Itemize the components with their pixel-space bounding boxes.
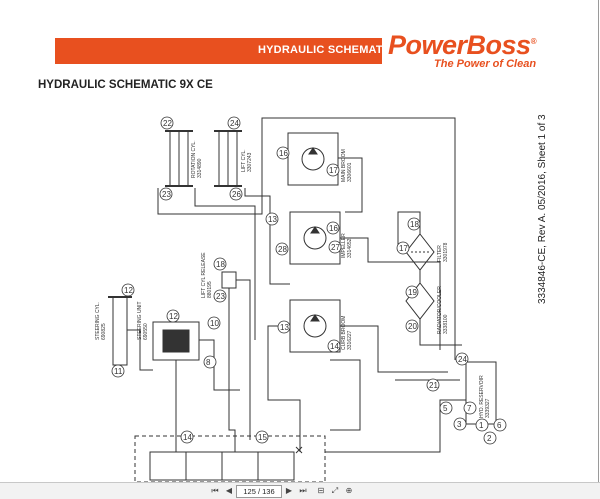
lift-cyl-release-label: LIFT CYL RELEASE (201, 252, 207, 298)
lift-cyl-release-valve (221, 271, 237, 289)
steering-unit-pn: 690550 (143, 323, 149, 340)
main-broom-pn: 3306601 (347, 162, 353, 182)
rotation-cyl-pn: 3314890 (197, 158, 203, 178)
callout-label: 19 (408, 288, 417, 297)
impeller-label: IMPELLER (341, 233, 347, 258)
hydraulic-schematic: 22 24 23 26 16 17 13 28 16 27 18 17 19 2… (95, 116, 507, 482)
brand-tagline: The Power of Clean (434, 58, 537, 70)
callout-label: 20 (408, 322, 417, 331)
rotation-cyl-label: ROTATION CYL. (191, 140, 197, 178)
fullscreen-icon[interactable]: ⤢ (331, 486, 339, 495)
main-broom-motor (287, 132, 339, 186)
callout-markers: 22 24 23 26 16 17 13 28 16 27 18 17 19 2… (111, 116, 507, 445)
hydraulic-lines (127, 117, 466, 454)
page-number-input[interactable]: 125 / 136 (236, 485, 282, 498)
rotation-cylinder (165, 130, 193, 187)
banner-title: HYDRAULIC SCHEMATIC (258, 44, 395, 56)
callout-label: 23 (162, 190, 171, 199)
steering-unit (152, 321, 200, 361)
callout-label: 8 (206, 358, 211, 367)
callout-label: 17 (329, 166, 338, 175)
callout-label: 1 (479, 421, 484, 430)
callout-label: 12 (124, 286, 133, 295)
callout-label: 10 (210, 319, 219, 328)
callout-label: 18 (410, 220, 419, 229)
radiator-cooler-label: RADIATOR/COOLER (437, 286, 443, 334)
hyd-reservoir-pn: 3339327 (485, 398, 491, 418)
callout-label: 16 (279, 149, 288, 158)
impeller-motor (289, 211, 341, 265)
radiator-cooler-pn: 3338100 (443, 314, 449, 334)
lift-cylinder (214, 130, 242, 187)
last-page-icon[interactable]: ⏭ (299, 486, 307, 495)
steering-cyl-label: STEERING CYL. (95, 302, 101, 340)
filter-element (405, 233, 435, 271)
callout-label: 18 (216, 260, 225, 269)
main-broom-label: MAIN BROOM (341, 149, 347, 182)
callout-label: 6 (497, 421, 502, 430)
filter-pn: 3301978 (443, 242, 449, 262)
callout-label: 23 (216, 292, 225, 301)
callout-label: 7 (467, 404, 472, 413)
callout-label: 24 (458, 355, 467, 364)
page-title: HYDRAULIC SCHEMATIC 9X CE (38, 79, 213, 91)
steering-cyl-pn: 690825 (101, 323, 107, 340)
callout-label: 5 (443, 404, 448, 413)
hyd-reservoir-label: HYD. RESERVOIR (479, 375, 485, 418)
lift-cyl-release-pn: 880195 (207, 281, 213, 298)
callout-label: 13 (268, 215, 277, 224)
callout-label: 24 (230, 119, 239, 128)
steering-unit-label: STEERING UNIT (137, 301, 143, 340)
brand-logo: PowerBoss® (388, 30, 537, 60)
curb-broom-pn: 3316227 (347, 330, 353, 350)
callout-label: 11 (114, 367, 123, 376)
filter-label: FILTER (437, 245, 443, 262)
callout-label: 3 (457, 420, 462, 429)
callout-label: 16 (329, 224, 338, 233)
callout-label: 13 (280, 323, 289, 332)
fit-page-icon[interactable]: ⊟ (317, 486, 325, 495)
callout-label: 2 (487, 434, 492, 443)
callout-label: 14 (183, 433, 192, 442)
callout-label: 17 (399, 244, 408, 253)
previous-page-icon[interactable]: ◀ (225, 486, 233, 495)
callout-label: 14 (330, 342, 339, 351)
callout-label: 28 (278, 245, 287, 254)
callout-label: 15 (258, 433, 267, 442)
control-valve-bank (134, 435, 326, 482)
impeller-pn: 3314652 (347, 238, 353, 258)
logo-background (382, 30, 568, 76)
lift-cyl-label: LIFT CYL. (241, 149, 247, 172)
callout-label: 21 (429, 381, 438, 390)
callout-label: 26 (232, 190, 241, 199)
lift-cyl-pn: 3307243 (247, 152, 253, 172)
pdf-viewer-toolbar: ⏮ ◀ 125 / 136 ▶ ⏭ ⊟ ⤢ ⊕ (0, 482, 600, 499)
next-page-icon[interactable]: ▶ (285, 486, 293, 495)
curb-broom-label: CURB BROOM (341, 316, 347, 350)
zoom-icon[interactable]: ⊕ (345, 486, 353, 495)
callout-label: 27 (331, 243, 340, 252)
callout-label: 22 (163, 119, 172, 128)
steering-cylinder (108, 296, 132, 366)
callout-label: 12 (169, 312, 178, 321)
first-page-icon[interactable]: ⏮ (211, 486, 219, 495)
